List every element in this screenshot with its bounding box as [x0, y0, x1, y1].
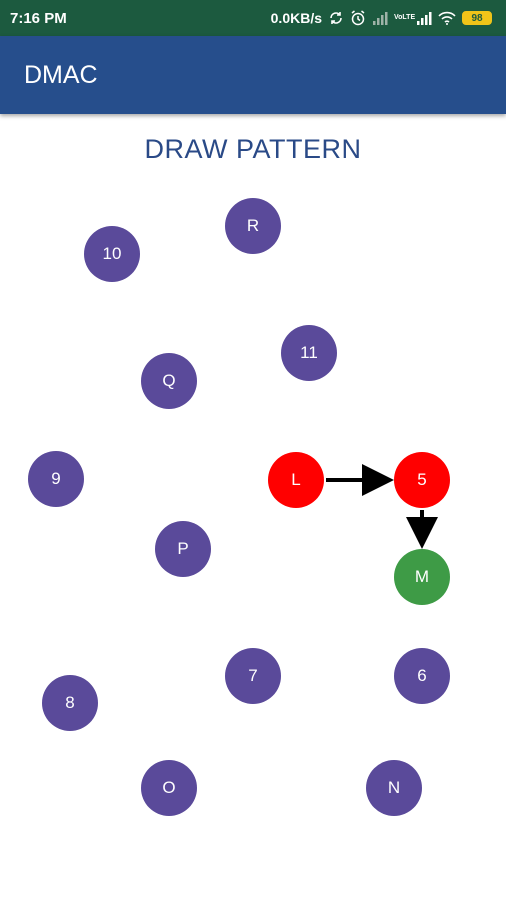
- status-bar: 7:16 PM 0.0KB/s VoLTE 98: [0, 0, 506, 36]
- pattern-node-5[interactable]: 5: [394, 452, 450, 508]
- pattern-node-m[interactable]: M: [394, 549, 450, 605]
- pattern-node-o[interactable]: O: [141, 760, 197, 816]
- volte-icon: VoLTE: [394, 14, 416, 21]
- status-time: 7:16 PM: [10, 9, 67, 27]
- pattern-node-11[interactable]: 11: [281, 325, 337, 381]
- pattern-node-q[interactable]: Q: [141, 353, 197, 409]
- pattern-node-n[interactable]: N: [366, 760, 422, 816]
- alarm-icon: [350, 10, 366, 26]
- signal-icon: [372, 11, 388, 25]
- network-speed: 0.0KB/s: [270, 10, 322, 26]
- pattern-node-8[interactable]: 8: [42, 675, 98, 731]
- pattern-node-p[interactable]: P: [155, 521, 211, 577]
- pattern-node-6[interactable]: 6: [394, 648, 450, 704]
- pattern-node-7[interactable]: 7: [225, 648, 281, 704]
- app-bar: DMAC: [0, 36, 506, 114]
- pattern-node-10[interactable]: 10: [84, 226, 140, 282]
- pattern-node-r[interactable]: R: [225, 198, 281, 254]
- pattern-node-l[interactable]: L: [268, 452, 324, 508]
- app-title: DMAC: [24, 60, 98, 89]
- sync-icon: [328, 10, 344, 26]
- page-title: DRAW PATTERN: [144, 134, 362, 164]
- battery-icon: 98: [462, 11, 492, 25]
- status-icons: 0.0KB/s VoLTE 98: [271, 10, 492, 26]
- wifi-icon: [438, 11, 456, 25]
- pattern-node-9[interactable]: 9: [28, 451, 84, 507]
- signal-icon-2: [416, 11, 432, 25]
